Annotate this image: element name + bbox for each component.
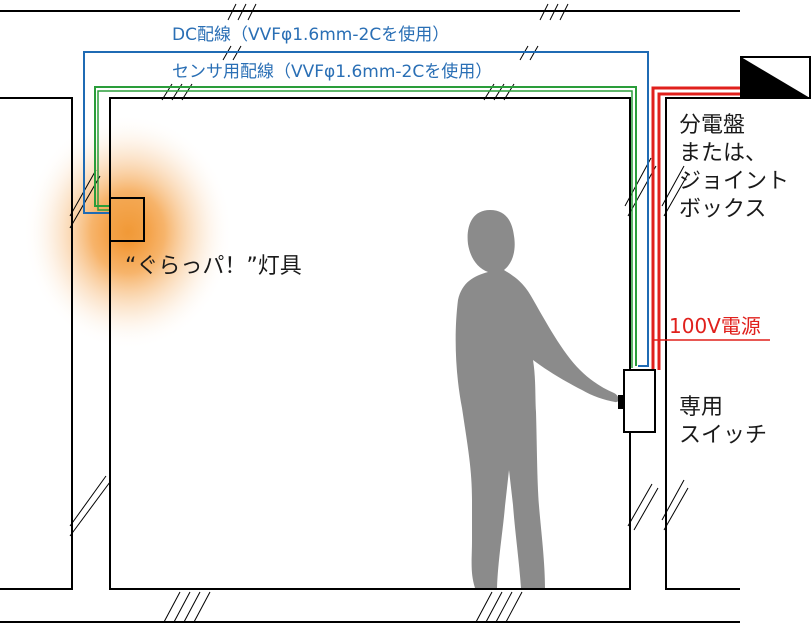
power-wire-2: [657, 92, 740, 370]
switch-box: [623, 369, 656, 433]
fixture-label: “ぐらっパ！”灯具: [125, 254, 302, 279]
switch-label-line1: 専用: [679, 395, 724, 420]
dc-wiring-label: DC配線（VVFφ1.6mm-2Cを使用）: [172, 25, 450, 45]
panel-label-line2: または、: [679, 141, 768, 166]
switch-label-line2: スイッチ: [679, 423, 768, 448]
panel-label-line1: 分電盤: [679, 113, 746, 138]
dc-wire: [83, 51, 649, 367]
person-silhouette: [455, 210, 619, 588]
switch-toggle: [618, 395, 624, 409]
power-label: 100V電源: [669, 314, 761, 338]
distribution-panel-icon: [740, 56, 811, 99]
power-wire: [651, 86, 740, 370]
sensor-wiring-label: センサ用配線（VVFφ1.6mm-2Cを使用）: [172, 62, 493, 82]
room-outline: [109, 97, 631, 590]
right-wall: [665, 97, 740, 590]
light-fixture-box: [109, 197, 145, 242]
panel-label-line4: ボックス: [679, 197, 767, 222]
left-wall: [0, 97, 73, 590]
panel-label-line3: ジョイント: [679, 169, 790, 194]
sensor-wire: [94, 86, 637, 366]
sensor-wire-inner: [97, 90, 633, 368]
